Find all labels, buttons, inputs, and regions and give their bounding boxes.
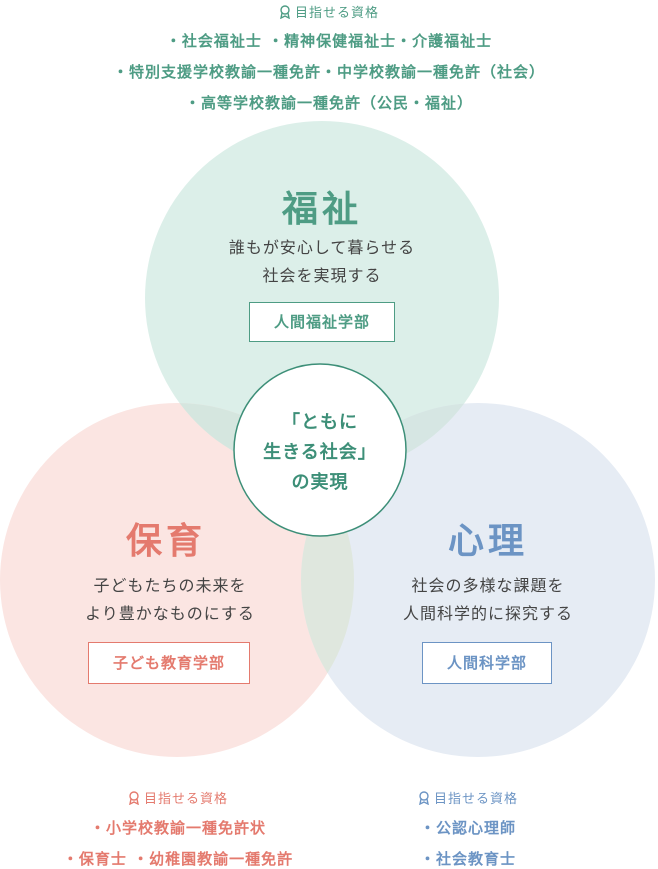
fukushi-qual-heading: 目指せる資格 (279, 2, 379, 21)
center-line: 「ともに (282, 412, 358, 433)
fukushi-qual-line: ・社会福祉士 ・精神保健福祉士・介護福祉士 (165, 31, 493, 50)
shinri-title: 心理 (447, 521, 528, 562)
hoiku-qual-title: 目指せる資格 (143, 792, 228, 807)
fukushi-desc-line: 社会を実現する (262, 266, 382, 285)
hoiku-qualifications: 目指せる資格 ・小学校教諭一種免許状 ・保育士 ・幼稚園教諭一種免許 (28, 788, 328, 869)
hoiku-desc-line: 子どもたちの未来を (93, 576, 247, 595)
center-slogan: 「ともに 生きる社会」 の実現 (234, 408, 406, 498)
hoiku-title: 保育 (125, 521, 206, 562)
shinri-dept-button[interactable]: 人間科学部 (422, 642, 552, 684)
shinri-qual-title: 目指せる資格 (433, 792, 518, 807)
center-line: 生きる社会」 (263, 442, 377, 463)
medal-icon (280, 4, 290, 19)
shinri-desc-line: 人間科学的に探究する (402, 604, 573, 623)
hoiku-qual-line: ・保育士 ・幼稚園教諭一種免許 (62, 849, 294, 868)
shinri-qual-heading: 目指せる資格 (418, 788, 518, 807)
shinri-qual-line: ・公認心理師 (419, 818, 516, 837)
hoiku-qual-line: ・小学校教諭一種免許状 (89, 818, 266, 837)
hoiku-qual-heading: 目指せる資格 (128, 788, 228, 807)
fukushi-qual-title: 目指せる資格 (294, 6, 379, 21)
hoiku-desc-line: より豊かなものにする (85, 604, 255, 623)
shinri-desc-line: 社会の多様な課題を (411, 576, 565, 595)
fukushi-desc: 誰もが安心して暮らせる 社会を実現する (172, 234, 472, 290)
hoiku-desc: 子どもたちの未来を より豊かなものにする (20, 572, 320, 628)
center-line: の実現 (291, 472, 349, 493)
medal-icon (419, 790, 429, 805)
fukushi-circle (145, 121, 499, 475)
fukushi-qualifications: 目指せる資格 ・社会福祉士 ・精神保健福祉士・介護福祉士 ・特別支援学校教諭一種… (0, 2, 658, 113)
fukushi-title: 福祉 (281, 189, 362, 230)
hoiku-dept-button[interactable]: 子ども教育学部 (88, 642, 250, 684)
medal-icon (129, 790, 139, 805)
shinri-desc: 社会の多様な課題を 人間科学的に探究する (338, 572, 638, 628)
fukushi-desc-line: 誰もが安心して暮らせる (228, 238, 416, 257)
shinri-qualifications: 目指せる資格 ・公認心理師 ・社会教育士 (388, 788, 548, 869)
center-circle (233, 363, 407, 537)
shinri-qual-line: ・社会教育士 (419, 849, 516, 868)
fukushi-qual-line: ・高等学校教諭一種免許（公民・福祉） (184, 93, 473, 112)
fukushi-qual-line: ・特別支援学校教諭一種免許・中学校教諭一種免許（社会） (112, 62, 545, 81)
fukushi-dept-button[interactable]: 人間福祉学部 (249, 302, 395, 342)
